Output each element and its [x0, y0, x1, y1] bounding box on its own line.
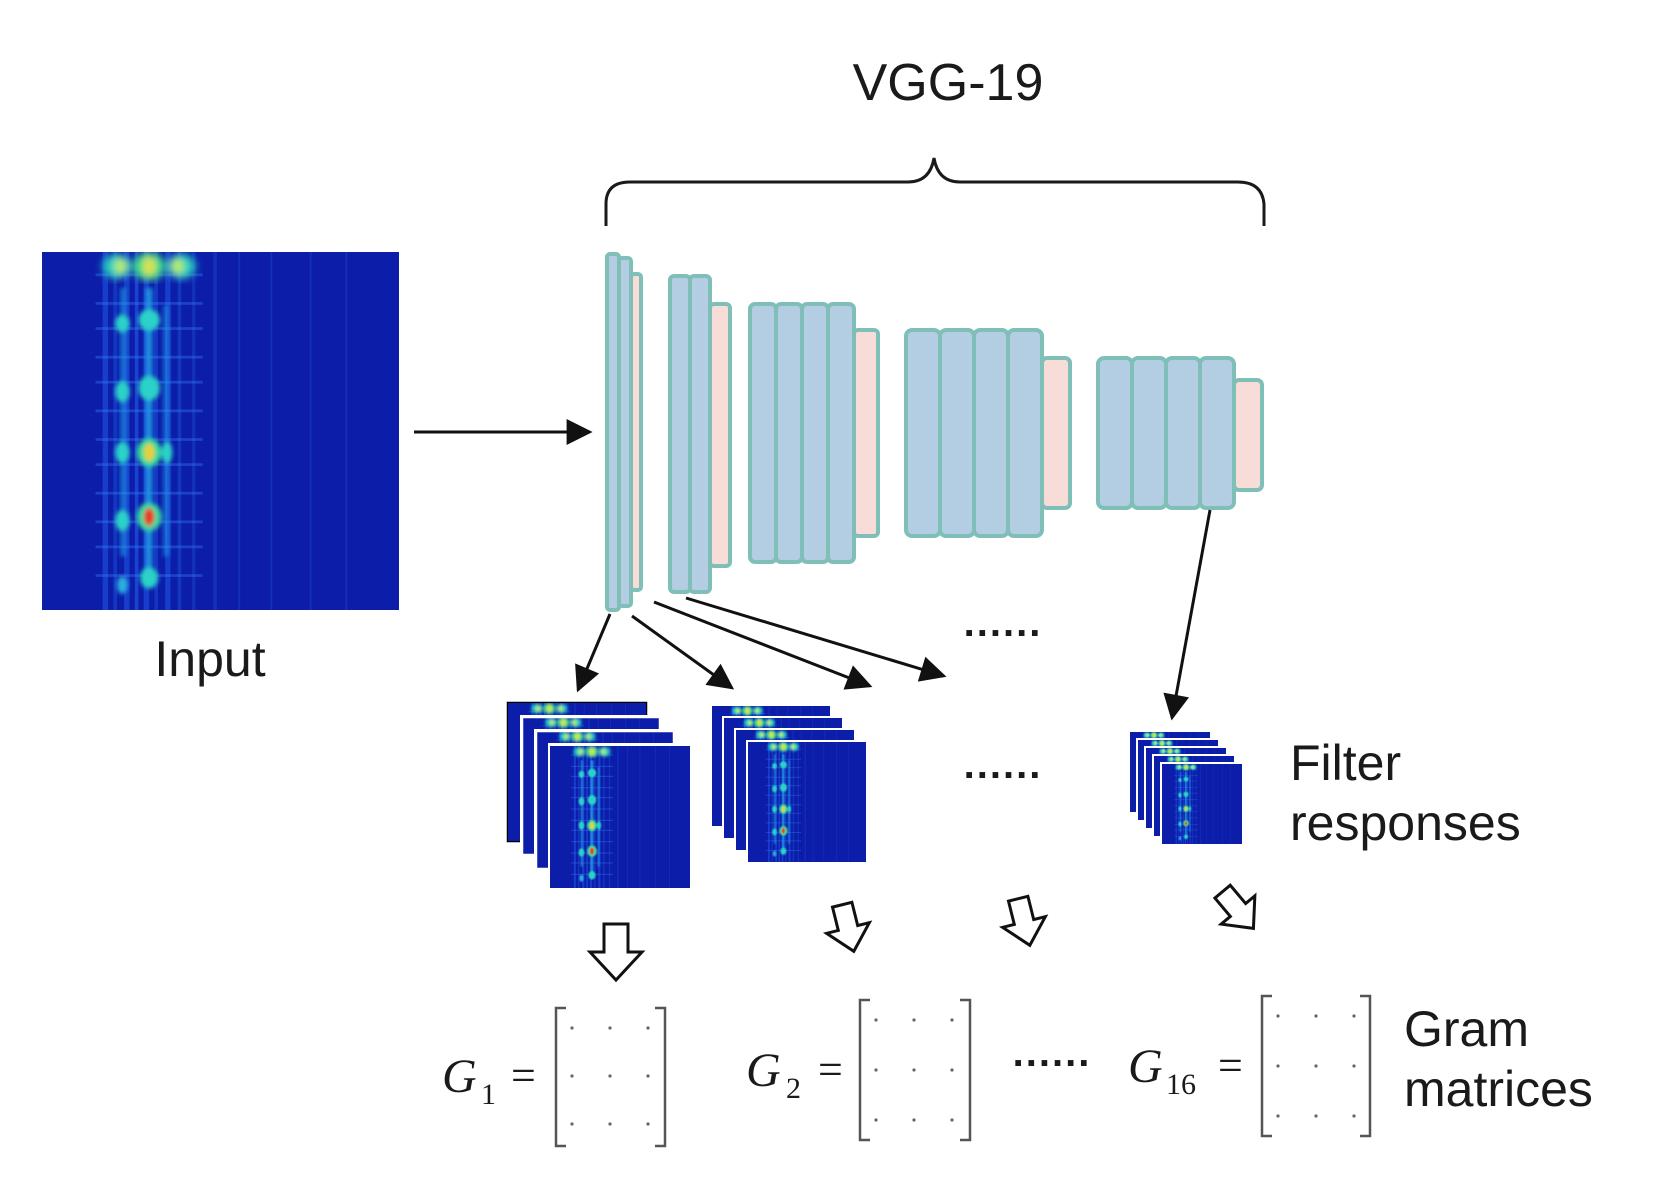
network-brace: [604, 157, 1266, 226]
input-spectrogram: [42, 252, 399, 610]
ellipsis-gram: ......: [1013, 1031, 1092, 1075]
matrix-brackets: [858, 998, 972, 1142]
matrix-brackets: [554, 1006, 667, 1148]
layer-output-arrows: [575, 509, 1212, 721]
pool-layer: [1040, 356, 1072, 510]
filter-response-stack: [506, 701, 692, 889]
filter-label-line1: Filter: [1290, 735, 1401, 791]
hollow-arrows: [586, 883, 1257, 983]
conv-layer: [1198, 356, 1236, 510]
conv-layer: [688, 274, 712, 594]
conv-layer: [668, 274, 692, 594]
gram-symbol: G: [442, 1050, 477, 1103]
conv-layer: [800, 302, 830, 564]
pool-layer: [852, 328, 880, 538]
matrix-brackets: [1260, 994, 1372, 1138]
gram-matrix-16: G 16 =: [1128, 994, 1372, 1138]
hollow-arrow-down-icon: [586, 922, 646, 983]
conv-layer: [972, 328, 1010, 538]
conv-layer: [1164, 356, 1202, 510]
gram-matrix-1: G 1 =: [442, 1006, 667, 1148]
gram-subscript: 1: [481, 1078, 496, 1111]
filter-response-stack: [1130, 732, 1242, 844]
filter-label: Filter responses: [1290, 735, 1521, 851]
gram-label-line1: Gram: [1404, 1001, 1529, 1057]
gram-subscript: 2: [786, 1072, 801, 1105]
ellipsis-filters: ......: [964, 743, 1043, 787]
conv-layer: [938, 328, 976, 538]
matrix-dots: [874, 1018, 954, 1122]
input-label: Input: [154, 631, 265, 687]
gram-symbol: G: [1128, 1040, 1163, 1093]
conv-layer: [774, 302, 804, 564]
gram-label: Gram matrices: [1404, 1001, 1593, 1117]
pool-layer: [708, 302, 732, 568]
ellipsis-layers: ......: [964, 601, 1043, 645]
conv-layer: [1130, 356, 1168, 510]
conv-layer: [1096, 356, 1134, 510]
hollow-arrow-down-icon: [1212, 883, 1257, 931]
matrix-dots: [1276, 1014, 1356, 1118]
gram-matrix-2: G 2 =: [746, 998, 972, 1142]
equals-sign: =: [511, 1051, 536, 1100]
filter-label-line2: responses: [1290, 795, 1521, 851]
network-title: VGG-19: [853, 54, 1044, 112]
conv-layer: [748, 302, 778, 564]
vgg-layers: [605, 252, 1264, 612]
equals-sign: =: [1218, 1041, 1243, 1090]
gram-subscript: 16: [1166, 1068, 1196, 1101]
conv-layer: [1006, 328, 1044, 538]
gram-symbol: G: [746, 1044, 781, 1097]
matrix-dots: [570, 1026, 650, 1126]
hollow-arrow-down-icon: [822, 900, 873, 954]
pool-layer: [629, 272, 643, 592]
equals-sign: =: [818, 1045, 843, 1094]
hollow-arrow-down-icon: [998, 894, 1049, 948]
conv-layer: [826, 302, 856, 564]
conv-layer: [904, 328, 942, 538]
gram-label-line2: matrices: [1404, 1061, 1593, 1117]
filter-response-stack: [712, 706, 866, 862]
pool-layer: [1232, 378, 1264, 492]
